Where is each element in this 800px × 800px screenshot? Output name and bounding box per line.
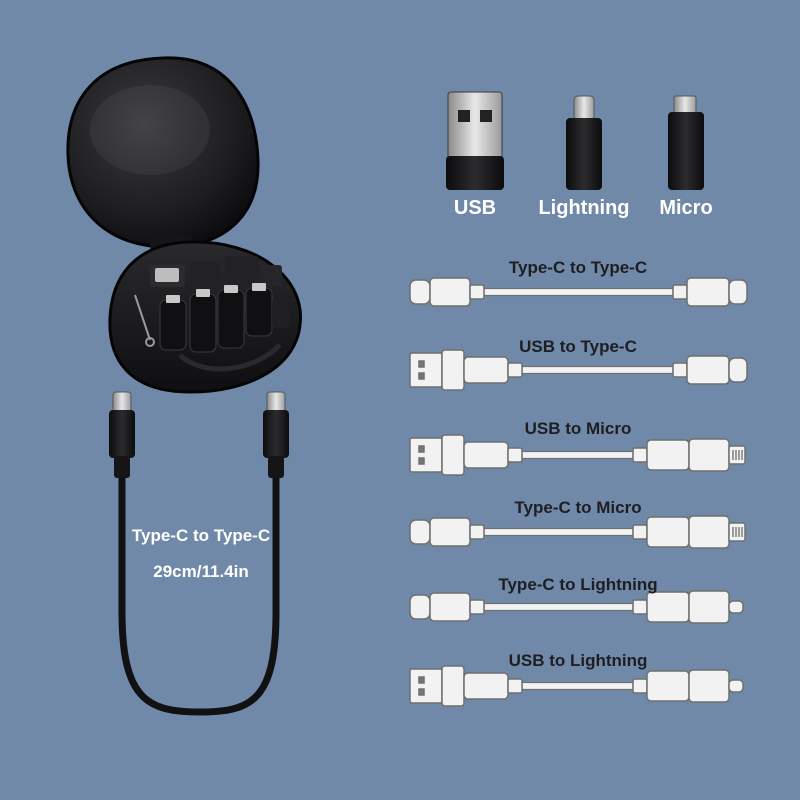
- cables-layer: [409, 277, 748, 707]
- cable-2: [409, 349, 748, 391]
- cable-5: [409, 590, 744, 624]
- main-cable-left-connector: [109, 391, 135, 478]
- cable-label-4: Type-C to Micro: [514, 498, 642, 517]
- tray-adapters: [134, 256, 290, 372]
- lightning-adapter-icon: [566, 95, 602, 190]
- cable-4: [409, 515, 746, 549]
- storage-case: [66, 56, 302, 394]
- cable-label-1: Type-C to Type-C: [508, 258, 648, 277]
- main-cable-right-connector: [263, 391, 289, 478]
- cable-label-2: USB to Type-C: [519, 337, 637, 356]
- adapter-label-lightning: Lightning: [538, 197, 630, 219]
- usb-a-adapter-icon: [446, 91, 504, 190]
- lid-highlight: [90, 85, 210, 175]
- cable-2-wire: [521, 365, 674, 375]
- cable-6-wire: [521, 681, 634, 691]
- main-cable-wire: [118, 471, 280, 716]
- cable-3-wire: [521, 450, 634, 460]
- cable-3: [409, 434, 746, 476]
- micro-usb-adapter-icon: [668, 95, 704, 190]
- cable-1-wire: [483, 287, 674, 297]
- cable-5-wire: [483, 602, 634, 612]
- main-cable: [109, 391, 289, 716]
- main-cable-title: Type-C to Type-C: [131, 526, 271, 545]
- cable-1: [409, 277, 748, 307]
- cable-6: [409, 665, 744, 707]
- adapter-label-micro: Micro: [659, 197, 713, 219]
- cable-4-wire: [483, 527, 634, 537]
- cable-label-6: USB to Lightning: [508, 651, 648, 670]
- cable-label-5: Type-C to Lightning: [498, 575, 658, 594]
- main-cable-length: 29cm/11.4in: [153, 562, 249, 581]
- cable-label-3: USB to Micro: [524, 419, 632, 438]
- adapter-label-usb: USB: [453, 197, 497, 219]
